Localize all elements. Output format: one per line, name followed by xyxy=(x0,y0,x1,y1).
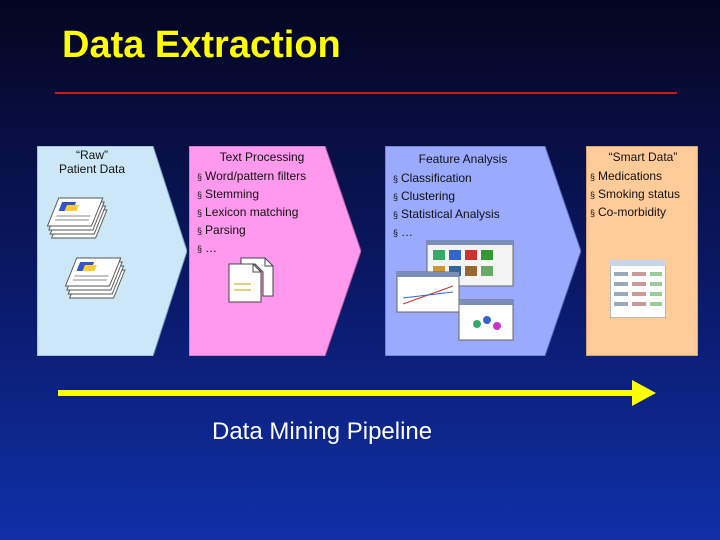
stage-heading: “Raw” xyxy=(76,148,108,162)
bullet-item: §Smoking status xyxy=(590,187,681,201)
stage-raw-patient-data: “Raw” Patient Data xyxy=(37,146,187,356)
bullet-item: §Parsing xyxy=(197,223,246,237)
bullet-item: §Statistical Analysis xyxy=(393,207,500,221)
documents-icon xyxy=(228,257,274,303)
bullet-list: §Medications §Smoking status §Co-morbidi… xyxy=(590,168,696,222)
data-table-icon xyxy=(610,260,666,318)
bullet-item: §… xyxy=(197,241,218,255)
page-title: Data Extraction xyxy=(62,24,341,66)
stage-smart-data: “Smart Data” §Medications §Smoking statu… xyxy=(586,146,698,356)
analysis-screenshots-icon xyxy=(396,240,514,341)
stage-heading: “Smart Data” xyxy=(608,150,678,164)
bullet-item: §… xyxy=(393,225,414,239)
bullet-item: §Stemming xyxy=(197,187,260,201)
title-divider xyxy=(55,92,677,94)
bullet-item: §Clustering xyxy=(393,189,456,203)
stage-feature-analysis: Feature Analysis §Classification §Cluste… xyxy=(385,146,581,356)
stage-heading: Text Processing xyxy=(219,150,305,164)
stage-heading-line2: Patient Data xyxy=(58,162,126,176)
stage-arrow-shape xyxy=(189,146,361,356)
pipeline-label: Data Mining Pipeline xyxy=(212,418,433,445)
bullet-list: §Classification §Clustering §Statistical… xyxy=(393,170,533,242)
bullet-item: §Lexicon matching xyxy=(197,205,299,219)
bullet-item: §Co-morbidity xyxy=(590,205,667,219)
stage-heading: Feature Analysis xyxy=(418,152,508,166)
stage-text-processing: Text Processing §Word/pattern filters §S… xyxy=(189,146,361,356)
bullet-list: §Word/pattern filters §Stemming §Lexicon… xyxy=(197,168,327,258)
bullet-item: §Medications xyxy=(590,169,663,183)
bullet-item: §Word/pattern filters xyxy=(197,169,307,183)
paper-stack-icon xyxy=(64,257,126,299)
pipeline-arrow xyxy=(58,380,656,406)
paper-stack-icon xyxy=(46,197,108,239)
stage-box-shape xyxy=(586,146,698,356)
bullet-item: §Classification xyxy=(393,171,472,185)
